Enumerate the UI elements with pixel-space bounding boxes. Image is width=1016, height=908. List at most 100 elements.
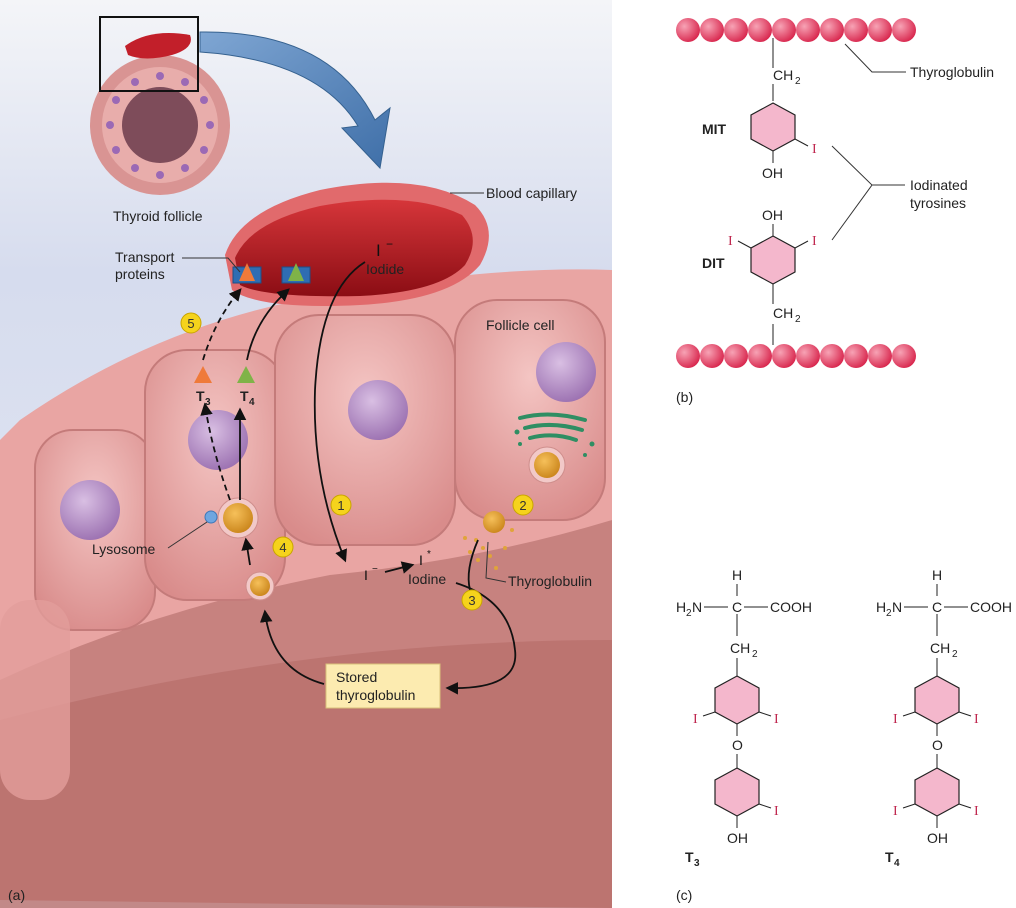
step-3-marker: 3 [461,589,483,611]
t3-molecule [194,366,212,383]
stored-label-2: thyroglobulin [336,687,415,703]
t4-h2n-sub: 2 [886,608,892,619]
blood-capillary-label: Blood capillary [486,185,577,201]
thyroglobulin-bead [700,344,724,368]
thyroglobulin-bead [724,18,748,42]
t4-iodine-lower-left: I [893,804,898,819]
t4-ch2-sub: 2 [952,649,958,660]
thyroglobulin-bead [892,18,916,42]
panel-c-label: (c) [676,887,692,903]
iodine-small-symbol: I [419,552,423,568]
dit-iodine-right: I [812,234,817,249]
t3-secretion-arrow [202,288,242,361]
panel-b: CH 2 OH I MIT OH I I DIT CH 2 Thyroglobu… [676,18,994,368]
thyroid-follicle-inset [90,16,230,195]
t3-ch2: CH [730,640,750,656]
t3-lower-ring [714,767,760,817]
dit-label: DIT [702,255,725,271]
t4-structure: H H 2 N C COOH CH 2 I I O I I OH T 4 [876,567,1012,869]
t4-h2n: H [876,599,886,615]
lysosome-label: Lysosome [92,541,156,557]
t3-h2n-sub: 2 [686,608,692,619]
magnification-box [99,16,199,92]
nucleus [60,480,120,540]
follicle-cell-label: Follicle cell [486,317,554,333]
ch2-top-sub: 2 [795,76,801,87]
t4-ch2: CH [930,640,950,656]
t4-c: C [932,599,942,615]
t3-sub: 3 [205,397,211,408]
exocytosed-thyroglobulin [483,511,505,533]
thyroglobulin-bead [676,18,700,42]
follicle-cell-4 [454,299,606,521]
t3-ch2-sub: 2 [752,649,758,660]
t3-iodine-left: I [693,712,698,727]
endocytic-vesicle [223,503,253,533]
step-2-marker: 2 [512,494,534,516]
dit-benzene-ring [750,235,796,285]
t3-cooh: COOH [770,599,812,615]
mit-label: MIT [702,121,727,137]
iodine-label: Iodine [408,571,446,587]
thyroglobulin-bead [748,344,772,368]
t3-ether-o: O [732,737,743,753]
panel-a-label: (a) [8,887,25,903]
follicle-cell-2 [144,349,286,601]
t4-iodine-upper-left: I [893,712,898,727]
iodinated-tyrosines-label-2: tyrosines [910,195,966,211]
iodide-label: Iodide [366,261,404,277]
iodide-small-symbol: I [364,567,368,583]
t3-c: C [732,599,742,615]
thyroglobulin-bead [772,344,796,368]
t3-structure: H H 2 N C COOH CH 2 I I O I OH T 3 [676,567,812,869]
iodide-small-charge: − [372,564,378,575]
thyroglobulin-bead [796,344,820,368]
t4-name-sub: 4 [894,858,900,869]
dit-oh: OH [762,207,783,223]
t4-sub: 4 [249,397,255,408]
iodide-transport-arrow [313,261,366,563]
iodinated-tyrosines-label: Iodinated [910,177,968,193]
t4-ether-o: O [932,737,943,753]
svg-text:3: 3 [468,593,475,608]
t3-triangle [239,263,255,281]
pinocytosed-colloid [250,576,270,596]
thyroglobulin-bead [772,18,796,42]
nucleus [348,380,408,440]
stored-thyroglobulin-box [325,663,441,709]
iodine-small-charge: * [427,549,431,560]
ch2-bottom: CH [773,305,793,321]
dit-iodine-left: I [728,234,733,249]
step-1-marker: 1 [330,494,352,516]
thyroid-follicle-label: Thyroid follicle [113,208,203,224]
step-5-marker: 5 [180,312,202,334]
ch2-bottom-sub: 2 [795,314,801,325]
transport-proteins-label: Transport [115,249,175,265]
thyroglobulin-chain-top [676,18,916,42]
t4-h: H [932,567,942,583]
lysosome-body [204,510,218,524]
t3-h: H [732,567,742,583]
t4-iodine-upper-right: I [974,712,979,727]
t4-triangle [288,263,304,281]
svg-text:2: 2 [519,498,526,513]
t3-iodine-right: I [774,712,779,727]
svg-text:1: 1 [337,498,344,513]
t4-cooh: COOH [970,599,1012,615]
thyroglobulin-label-b: Thyroglobulin [910,64,994,80]
thyroglobulin-bead [868,18,892,42]
nucleus [188,410,248,470]
transport-proteins-label-2: proteins [115,266,165,282]
t3-oh: OH [727,830,748,846]
thyroglobulin-bead [748,18,772,42]
t3-label: T [196,388,205,404]
panel-b-label: (b) [676,389,693,405]
mit-iodine: I [812,142,817,157]
t4-iodine-lower-right: I [974,804,979,819]
oxidation-arrow [384,561,415,574]
thyroglobulin-bead [844,18,868,42]
t4-upper-ring [914,675,960,725]
mit-benzene-ring [750,102,796,152]
thyroglobulin-vesicle [534,452,560,478]
